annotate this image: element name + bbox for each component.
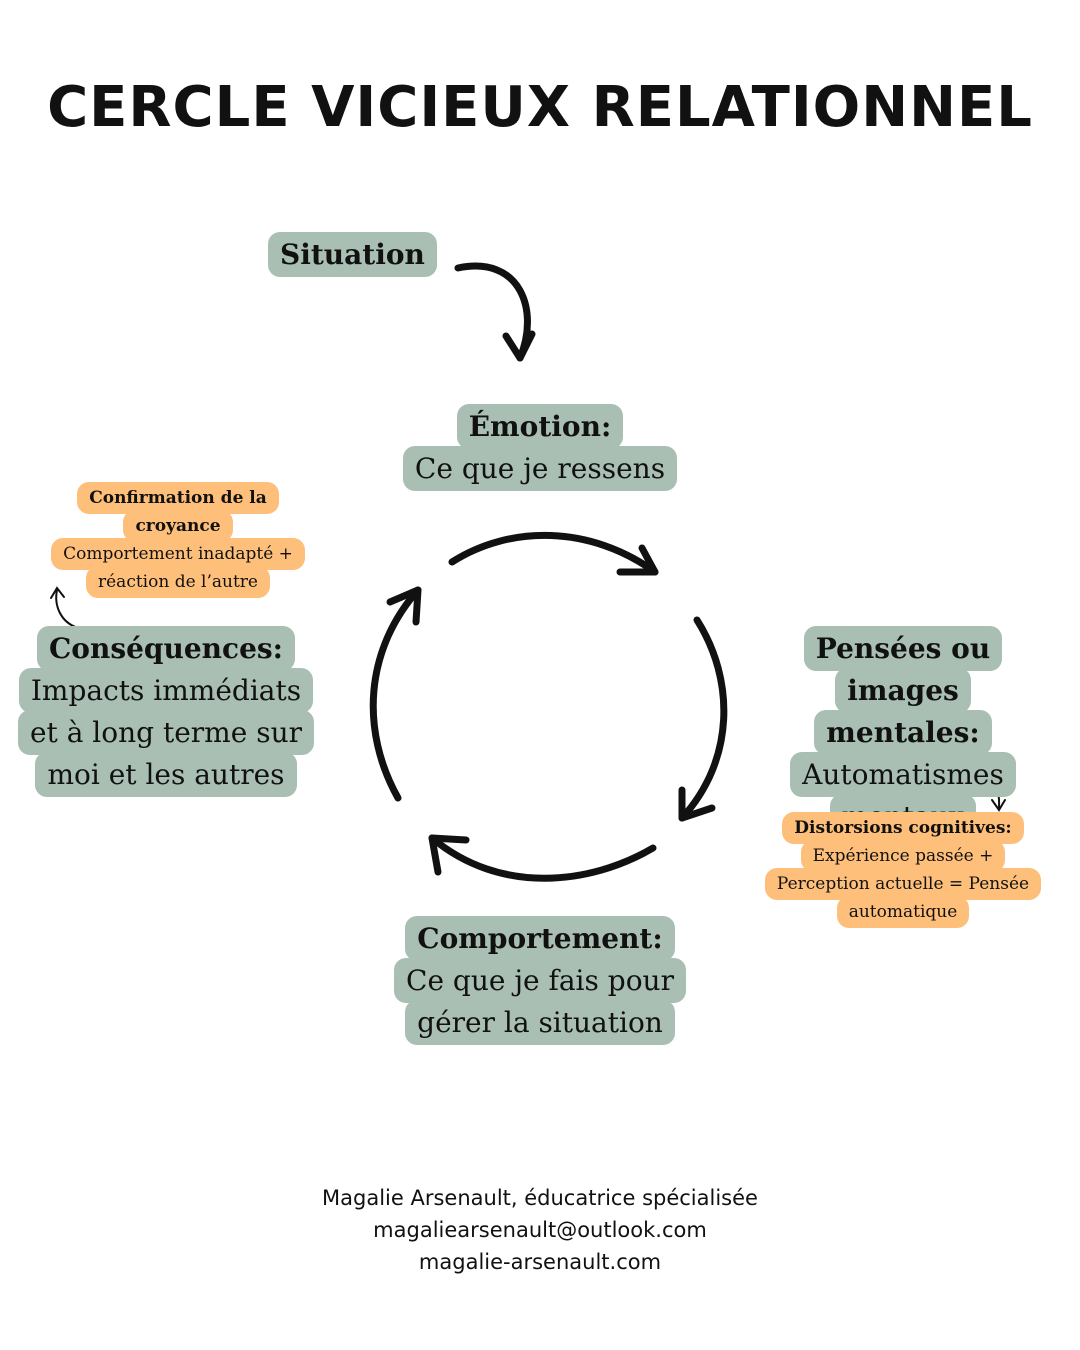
consequences-box: Conséquences: Impacts immédiats et à lon… — [12, 626, 320, 797]
comportement-box: Comportement: Ce que je fais pour gérer … — [380, 916, 700, 1045]
distorsions-heading: Distorsions cognitives: — [782, 812, 1024, 844]
emotion-box: Émotion: Ce que je ressens — [380, 404, 700, 491]
arrow-right — [678, 616, 728, 822]
comportement-text-line2: gérer la situation — [405, 1000, 675, 1045]
situation-label: Situation — [268, 232, 437, 277]
consequences-heading: Conséquences: — [37, 626, 295, 671]
confirmation-box: Confirmation de la croyance Comportement… — [44, 482, 312, 598]
emotion-heading: Émotion: — [456, 404, 624, 449]
comportement-heading: Comportement: — [405, 916, 675, 961]
confirmation-heading-line2: croyance — [123, 510, 233, 542]
distorsions-line3: automatique — [836, 896, 970, 928]
confirmation-line2: réaction de l’autre — [86, 566, 270, 598]
consequences-text-line1: Impacts immédiats — [18, 668, 314, 713]
confirmation-heading-line1: Confirmation de la — [77, 482, 279, 514]
arrow-top — [448, 532, 659, 576]
pensees-heading-line2: mentales: — [814, 710, 992, 755]
pensees-text-line1: Automatismes — [790, 752, 1016, 797]
emotion-text: Ce que je ressens — [402, 446, 678, 491]
page-title: CERCLE VICIEUX RELATIONNEL — [47, 75, 1033, 140]
footer-website[interactable]: magalie-arsenault.com — [418, 1250, 662, 1274]
distorsions-line1: Expérience passée + — [800, 840, 1006, 872]
comportement-text-line1: Ce que je fais pour — [394, 958, 686, 1003]
consequences-text-line3: moi et les autres — [35, 752, 297, 797]
distorsions-box: Distorsions cognitives: Expérience passé… — [760, 812, 1046, 928]
footer-email[interactable]: magaliearsenault@outlook.com — [373, 1218, 707, 1242]
consequences-text-line2: et à long terme sur — [17, 710, 314, 755]
situation-box: Situation — [268, 232, 437, 277]
arrow-situation-to-emotion — [454, 262, 536, 362]
arrow-bottom — [428, 834, 657, 882]
pensees-box: Pensées ou images mentales: Automatismes… — [752, 626, 1054, 839]
pensees-heading-line1: Pensées ou images — [803, 626, 1003, 713]
confirmation-line1: Comportement inadapté + — [51, 538, 305, 570]
footer: Magalie Arsenault, éducatrice spécialisé… — [0, 1182, 1080, 1278]
distorsions-line2: Perception actuelle = Pensée — [764, 868, 1042, 900]
arrow-left — [369, 586, 422, 802]
footer-author: Magalie Arsenault, éducatrice spécialisé… — [322, 1186, 758, 1210]
